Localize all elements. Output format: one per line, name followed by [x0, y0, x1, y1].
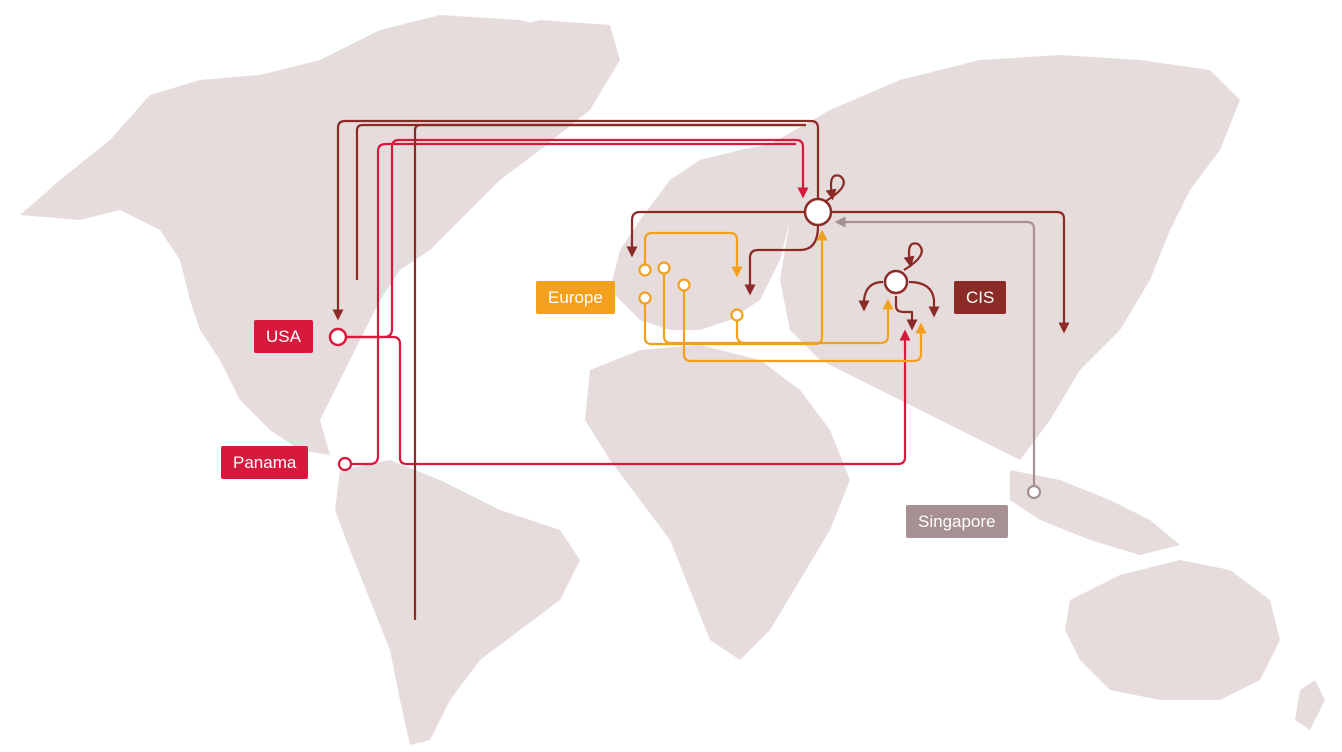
route-russia-to-mideast — [744, 225, 820, 296]
node-usa — [328, 327, 348, 347]
route-cis-local-south — [894, 296, 918, 331]
south-america — [335, 460, 580, 745]
hub-russia — [803, 197, 833, 227]
route-cis-local-west — [858, 280, 884, 312]
southeast-asia-islands — [1010, 470, 1180, 555]
route-usa-to-russia — [338, 138, 809, 339]
routes-europe — [643, 229, 927, 363]
node-europe-2 — [657, 261, 671, 275]
node-panama — [337, 456, 353, 472]
route-russia-to-usa-a — [332, 119, 820, 321]
routes-usa — [338, 138, 911, 466]
routes-panama — [345, 142, 796, 466]
route-europe-internal — [643, 231, 743, 278]
route-europe-to-cis-b — [682, 285, 927, 363]
node-europe-1 — [638, 263, 652, 277]
node-europe-4 — [638, 291, 652, 305]
australia — [1065, 560, 1280, 700]
europe-landmass — [610, 140, 800, 330]
nodes — [328, 197, 1042, 500]
route-russia-self — [825, 174, 845, 202]
route-panama-to-russia — [345, 142, 796, 466]
hub-cis — [883, 269, 909, 295]
africa — [585, 345, 850, 660]
route-cis-local-east — [908, 280, 940, 318]
route-usa-to-cis — [338, 329, 911, 466]
route-russia-to-europe-west — [626, 210, 804, 258]
routes-singapore — [834, 216, 1036, 492]
route-russia-to-usa-b — [355, 123, 806, 280]
asia — [760, 55, 1240, 460]
route-singapore-to-russia — [834, 216, 1036, 492]
node-mideast — [730, 308, 744, 322]
label-singapore: Singapore — [906, 505, 1008, 538]
route-mideast-to-russia — [735, 315, 815, 345]
route-cis-self — [903, 242, 923, 271]
node-singapore — [1026, 484, 1042, 500]
route-russia-to-china — [832, 210, 1070, 334]
greenland — [470, 20, 620, 150]
label-panama: Panama — [221, 446, 309, 479]
routes-cis — [332, 119, 1070, 620]
node-europe-3 — [677, 278, 691, 292]
new-zealand — [1295, 680, 1325, 730]
label-usa: USA — [254, 320, 313, 353]
label-europe: Europe — [536, 281, 615, 314]
label-cis: CIS — [954, 281, 1007, 314]
route-russia-to-south-america — [413, 123, 806, 620]
